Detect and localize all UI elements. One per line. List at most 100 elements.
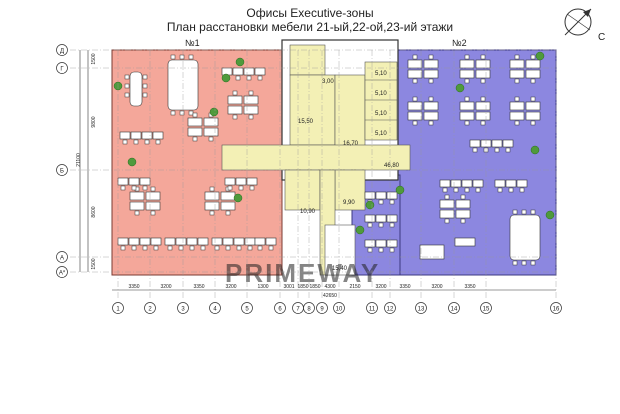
chair: [248, 90, 254, 96]
desk: [128, 177, 140, 186]
desk: [419, 244, 445, 260]
chair: [530, 260, 536, 266]
chair: [225, 245, 231, 251]
desk: [364, 239, 376, 248]
chair: [514, 54, 520, 60]
col-dimension: 1850: [297, 284, 308, 290]
col-dimension: 3200: [375, 284, 386, 290]
chair: [480, 54, 486, 60]
col-dimension: 3350: [399, 284, 410, 290]
desk: [423, 69, 439, 79]
col-dimension: 3350: [128, 284, 139, 290]
chair: [124, 74, 130, 80]
desk: [386, 191, 398, 200]
chair: [530, 78, 536, 84]
furniture-layer: [113, 51, 555, 266]
chair: [480, 120, 486, 126]
chair: [442, 187, 448, 193]
row-axis-marker: [56, 164, 68, 176]
desk: [254, 67, 266, 76]
zone-label: №1: [185, 38, 200, 48]
desk: [423, 59, 439, 69]
desk: [186, 237, 198, 246]
plant-icon: [355, 225, 365, 235]
chair: [192, 136, 198, 142]
desk: [233, 237, 245, 246]
desk: [509, 101, 525, 111]
chair: [460, 194, 466, 200]
row-axis-label: А: [60, 256, 64, 262]
chair: [530, 96, 536, 102]
desk: [244, 237, 256, 246]
desk: [525, 59, 541, 69]
chair: [389, 222, 395, 228]
col-dimension: 3200: [225, 284, 236, 290]
chair: [249, 185, 255, 191]
compass-icon: С: [564, 8, 605, 43]
desk: [130, 131, 142, 140]
desk: [117, 237, 129, 246]
col-axis-label: 9: [320, 307, 324, 313]
chair: [508, 187, 514, 193]
chair: [505, 147, 511, 153]
desk: [204, 201, 220, 211]
room-area: 5,10: [375, 71, 387, 77]
desk: [150, 237, 162, 246]
desk: [224, 177, 236, 186]
col-axis-marker: [415, 302, 427, 314]
desk: [232, 67, 244, 76]
plant-icon: [545, 210, 555, 220]
chair: [514, 120, 520, 126]
chair: [122, 139, 128, 145]
desk: [227, 95, 243, 105]
room-area: 5,10: [375, 91, 387, 97]
chair: [209, 210, 215, 216]
plant-icon: [530, 145, 540, 155]
desk: [187, 127, 203, 137]
desk: [265, 237, 277, 246]
chair: [142, 245, 148, 251]
chair: [428, 96, 434, 102]
desk: [472, 179, 484, 188]
row-axis-label: Д: [60, 49, 64, 55]
col-axis-marker: [550, 302, 562, 314]
row-dimension: 1500: [91, 53, 97, 64]
desk: [246, 177, 258, 186]
chair: [124, 83, 130, 89]
plan-subtitle: План расстановки мебели 21-ый,22-ой,23-и…: [166, 20, 454, 34]
col-axis-marker: [144, 302, 156, 314]
room-area: 15,40: [332, 266, 348, 272]
room-area: 5,10: [375, 111, 387, 117]
chair: [453, 187, 459, 193]
col-axis-label: 11: [369, 307, 376, 313]
desk: [235, 177, 247, 186]
desk: [117, 177, 129, 186]
col-axis-label: 4: [213, 307, 217, 313]
col-dimension: 3001: [283, 284, 294, 290]
desk: [243, 95, 259, 105]
plant-icon: [395, 185, 405, 195]
chair: [155, 139, 161, 145]
desk: [129, 191, 145, 201]
chair: [464, 54, 470, 60]
desk: [364, 191, 376, 200]
row-axis-label: Г: [60, 67, 64, 73]
desk: [475, 59, 491, 69]
chair: [428, 78, 434, 84]
chair: [412, 78, 418, 84]
col-axis-marker: [303, 302, 315, 314]
chair: [472, 147, 478, 153]
total-dimension: 42650: [323, 293, 337, 299]
chair: [530, 209, 536, 215]
col-axis-label: 1: [116, 307, 120, 313]
col-axis-label: 2: [148, 307, 152, 313]
chair: [512, 260, 518, 266]
desk: [129, 201, 145, 211]
desk: [139, 237, 151, 246]
chair: [389, 247, 395, 253]
col-axis-marker: [316, 302, 328, 314]
col-dimension: 4300: [324, 284, 335, 290]
row-dimension: 9800: [91, 116, 97, 127]
